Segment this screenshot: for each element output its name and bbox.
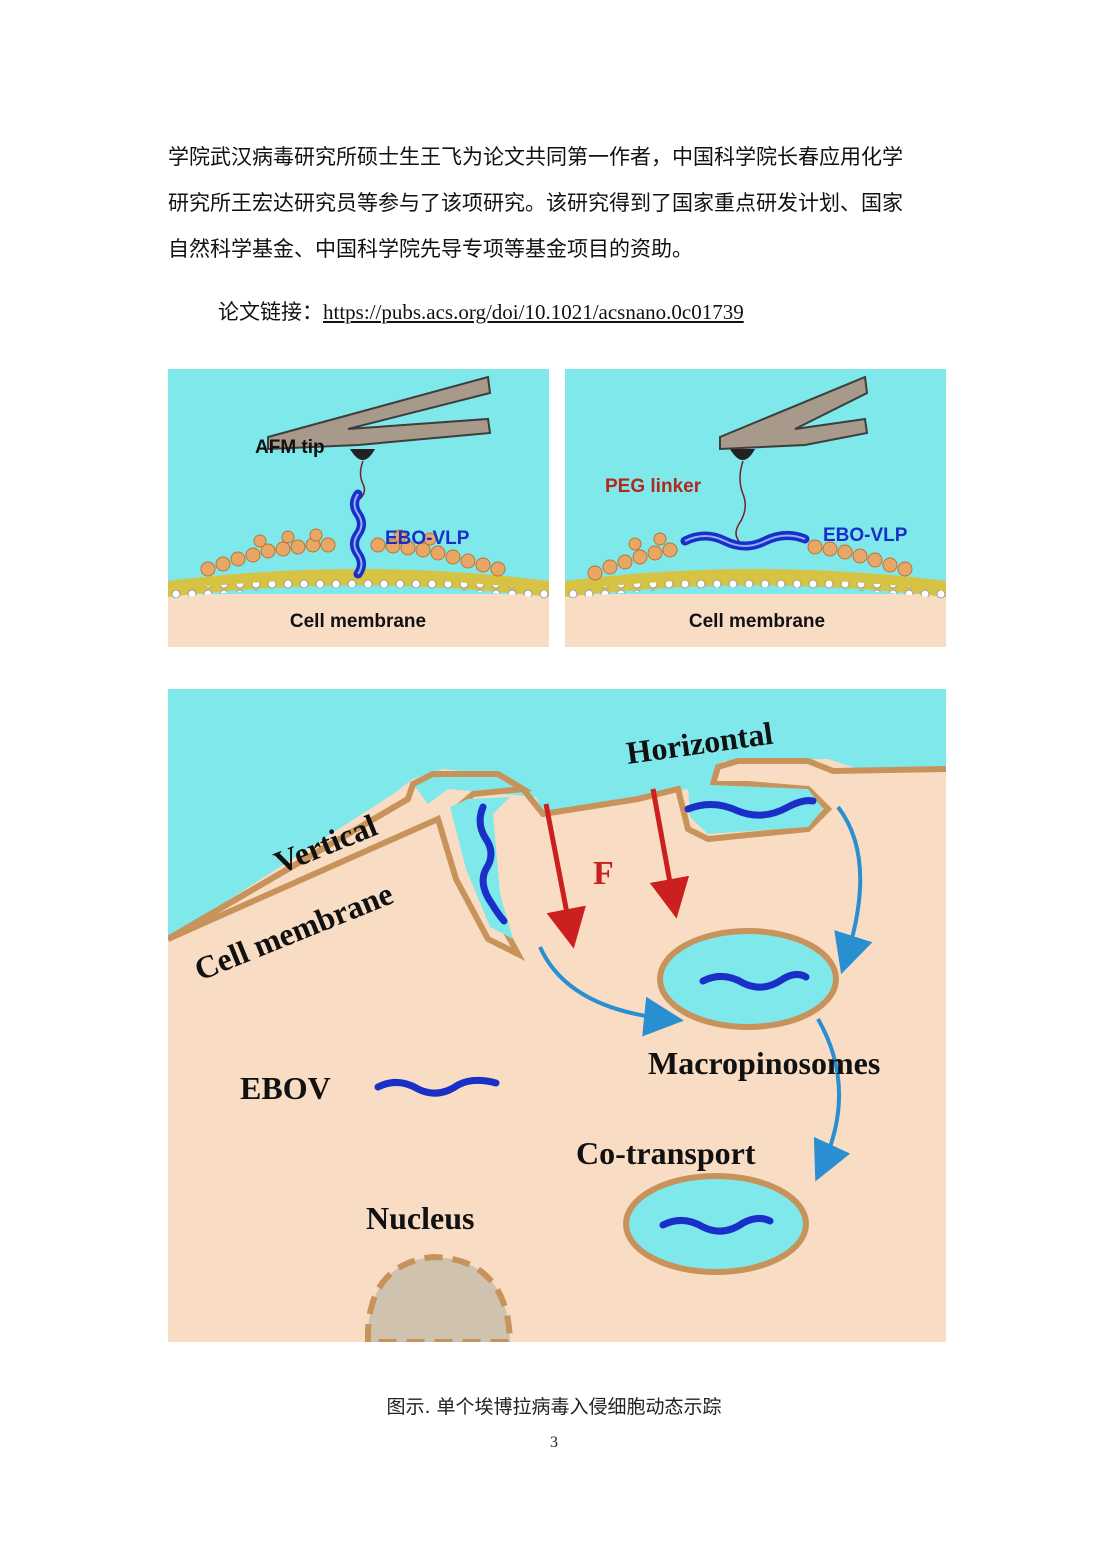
figure-panel-entry-pathway: F Horizontal Vertical Cell membrane Macr… (168, 689, 946, 1342)
ebov-vertical-uptake (476, 803, 508, 925)
entry-pathway-illustration: F Horizontal Vertical Cell membrane Macr… (168, 689, 946, 1342)
cotransport-label: Co-transport (576, 1135, 756, 1171)
lipid-bilayer (565, 579, 946, 599)
cytoplasm-region (168, 594, 549, 647)
cotransport-arrow (813, 1018, 851, 1182)
paragraph-line-1: 学院武汉病毒研究所硕士生王飞为论文共同第一作者，中国科学院长春应用化学 (168, 145, 903, 169)
ebov-in-macropinosome (699, 970, 810, 991)
vertical-pathway-arrow (538, 946, 684, 1037)
cantilever (719, 375, 869, 451)
glycocalyx (200, 528, 506, 577)
lipid-bilayer (168, 579, 549, 599)
horizontal-pathway-arrow (834, 805, 873, 975)
paper-link[interactable]: https://pubs.acs.org/doi/10.1021/acsnano… (323, 300, 744, 324)
cell-membrane-label: Cell membrane (689, 611, 825, 632)
horizontal-uptake-membrane (520, 758, 946, 843)
force-arrow-right (649, 788, 690, 919)
ebov-label: EBOV (240, 1070, 331, 1106)
glycocalyx (587, 532, 913, 581)
nucleus (364, 1253, 514, 1342)
paragraph-line-3: 自然科学基金、中国科学院先导专项等基金项目的资助。 (168, 237, 693, 261)
ebov-in-vesicle (659, 1214, 774, 1235)
ebo-vlp-label: EBO-VLP (385, 528, 470, 549)
figure-caption: 图示. 单个埃博拉病毒入侵细胞动态示踪 (386, 1396, 722, 1418)
cell-membrane-label: Cell membrane (290, 611, 426, 632)
force-label: F (593, 855, 614, 892)
afm-tip-icon (730, 449, 755, 460)
figure-panel-afm-vertical: AFM tip EBO-VLP Cell membrane (168, 369, 549, 647)
force-arrow-left (543, 803, 586, 949)
paragraph-line-2: 研究所王宏达研究员等参与了该项研究。该研究得到了国家重点研发计划、国家 (168, 191, 903, 215)
afm-horizontal-illustration: PEG linker EBO-VLP Cell membrane (565, 369, 946, 647)
ebov-particle (374, 1076, 500, 1097)
afm-vertical-illustration: AFM tip EBO-VLP Cell membrane (168, 369, 549, 647)
afm-tip-icon (350, 449, 375, 460)
paper-link-line: 论文链接：https://pubs.acs.org/doi/10.1021/ac… (218, 296, 744, 326)
cytoplasm-region (565, 594, 946, 647)
extracellular-medium (168, 689, 946, 939)
cantilever (267, 375, 492, 451)
ebov-horizontal-uptake (684, 797, 817, 819)
cotransport-vesicle (623, 1173, 809, 1275)
page-number: 3 (550, 1434, 558, 1451)
ebo-vlp-label: EBO-VLP (823, 525, 908, 546)
peg-linker (735, 460, 746, 542)
paper-link-prefix: 论文链接： (218, 300, 323, 324)
figure-panel-afm-horizontal: PEG linker EBO-VLP Cell membrane (565, 369, 946, 647)
macropinosomes-label: Macropinosomes (648, 1045, 880, 1081)
tether (359, 460, 366, 500)
afm-tip-label: AFM tip (255, 437, 325, 458)
peg-linker-label: PEG linker (605, 476, 702, 497)
nucleus-label: Nucleus (366, 1200, 474, 1236)
macropinosome (657, 928, 839, 1030)
